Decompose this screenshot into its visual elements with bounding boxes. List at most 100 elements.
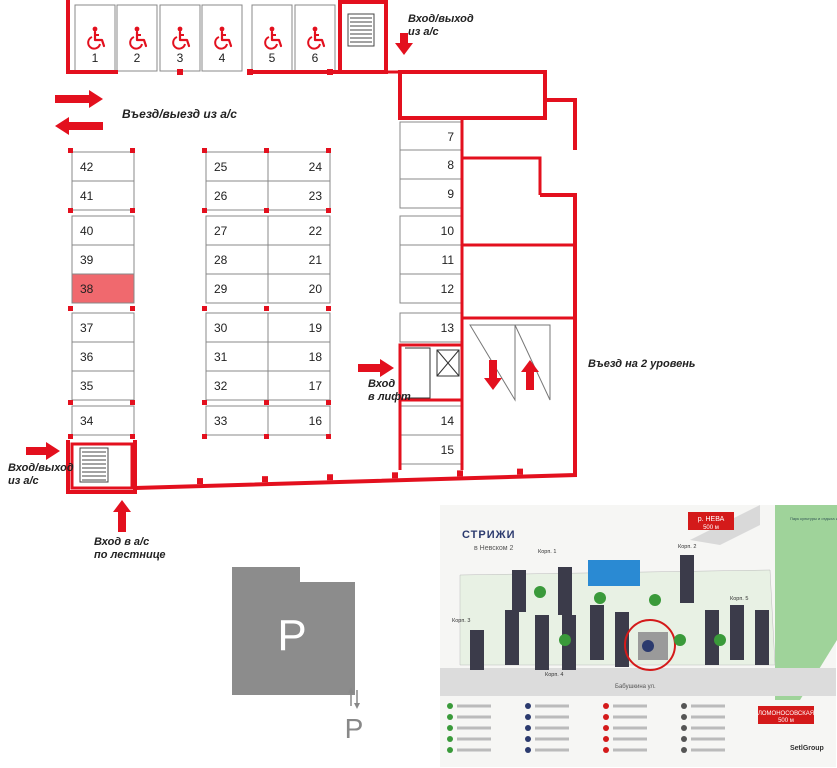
lift-entry-arrow	[358, 359, 394, 377]
parking-spot	[267, 312, 331, 343]
spot-number: 24	[309, 160, 323, 174]
parking-spot	[71, 341, 135, 372]
drive-out-arrow	[55, 117, 103, 135]
spot-number: 11	[442, 253, 455, 267]
parking-spot	[399, 434, 463, 465]
park-note: Парк культуры и отдыха им. Бабушкина	[790, 516, 837, 521]
drive-in-arrow	[55, 90, 103, 108]
column-post	[68, 306, 73, 311]
column-post	[264, 208, 269, 213]
legend-text	[535, 715, 569, 719]
wall-bottom	[134, 470, 577, 490]
legend-marker	[681, 736, 687, 742]
column-post	[264, 148, 269, 153]
spot-number: 37	[80, 321, 94, 335]
spot-number: 7	[447, 130, 454, 144]
spot-number: 19	[309, 321, 323, 335]
spot-number: 28	[214, 253, 228, 267]
building	[470, 630, 484, 670]
column-post	[202, 400, 207, 405]
wall-outer-right	[540, 193, 577, 475]
parking-spot	[205, 151, 269, 182]
column-post	[130, 434, 135, 439]
building	[535, 615, 549, 670]
ramp-up	[514, 324, 551, 401]
stairs-entry-arrow	[113, 500, 131, 532]
wall-room-1	[462, 156, 542, 195]
parking-spot	[399, 178, 463, 209]
metro-dist: 500 м	[778, 718, 794, 724]
column-post	[202, 148, 207, 153]
column-post	[326, 148, 331, 153]
brand-logo: SetlGroup	[790, 745, 824, 752]
stairs-line2: по лестнице	[94, 549, 166, 561]
level-arrow-down-head	[354, 703, 360, 709]
spot-number: 31	[214, 350, 228, 364]
lift-x2	[436, 349, 460, 377]
legend-text	[535, 726, 569, 730]
wall-post	[327, 474, 333, 481]
ramp-down-arrow	[484, 360, 502, 390]
tree	[674, 634, 686, 646]
lift-box	[436, 349, 460, 377]
building	[512, 570, 526, 612]
parking-spot	[399, 121, 463, 152]
spot-number: 34	[80, 414, 94, 428]
pool	[588, 560, 640, 586]
lift-room	[398, 343, 464, 402]
korp-label: Корп. 2	[678, 544, 696, 550]
spot-number: 39	[80, 253, 94, 267]
inset-logo: СТРИЖИ	[462, 529, 515, 541]
parking-letter: P	[277, 611, 306, 660]
spot-number: 40	[80, 224, 94, 238]
top-stairs	[347, 13, 375, 47]
building	[615, 612, 629, 667]
stairs-label: Вход в а/с по лестнице	[94, 536, 166, 562]
column-post	[326, 434, 331, 439]
parking-level-silhouette	[232, 567, 355, 695]
legend-text	[457, 737, 491, 741]
parking-spot	[205, 244, 269, 275]
spot-number: 6	[312, 51, 319, 65]
wheelchair-icon	[172, 26, 191, 50]
spot-number: 41	[80, 189, 94, 203]
spot-number: 15	[441, 443, 455, 457]
wall-right-entry	[382, 70, 402, 120]
parking-letter-small: P	[345, 713, 364, 744]
spot-number: 35	[80, 379, 94, 393]
metro-label: ЛОМОНОСОВСКАЯ	[758, 711, 814, 717]
tree	[714, 634, 726, 646]
parking-spot	[267, 151, 331, 182]
spot-number: 29	[214, 282, 228, 296]
spot-number: 12	[441, 282, 455, 296]
legend-text	[613, 748, 647, 752]
legend-marker	[447, 736, 453, 742]
legend-text	[457, 704, 491, 708]
column-post	[326, 306, 331, 311]
wheelchair-icon	[87, 26, 106, 50]
parking-spot	[71, 370, 135, 401]
spot-number: 3	[177, 51, 184, 65]
legend-text	[535, 748, 569, 752]
legend-text	[457, 748, 491, 752]
entry-top-right-line2: из а/с	[408, 26, 439, 38]
column-post	[326, 208, 331, 213]
legend-marker	[603, 725, 609, 731]
legend-text	[691, 748, 725, 752]
level-arrow-up-head	[348, 687, 354, 693]
wheelchair-icon	[264, 26, 283, 50]
legend-marker	[525, 736, 531, 742]
wheelchair-icon	[129, 26, 148, 50]
spot-number: 4	[219, 51, 226, 65]
wall-top-right-step	[543, 72, 577, 150]
drive-in-label: Въезд/выезд из а/с	[122, 107, 237, 121]
lift-label: Вход в лифт	[368, 378, 411, 404]
spot-number: 38	[80, 282, 94, 296]
top-room	[398, 70, 547, 120]
legend-text	[613, 715, 647, 719]
column-post	[68, 208, 73, 213]
column-post	[326, 400, 331, 405]
